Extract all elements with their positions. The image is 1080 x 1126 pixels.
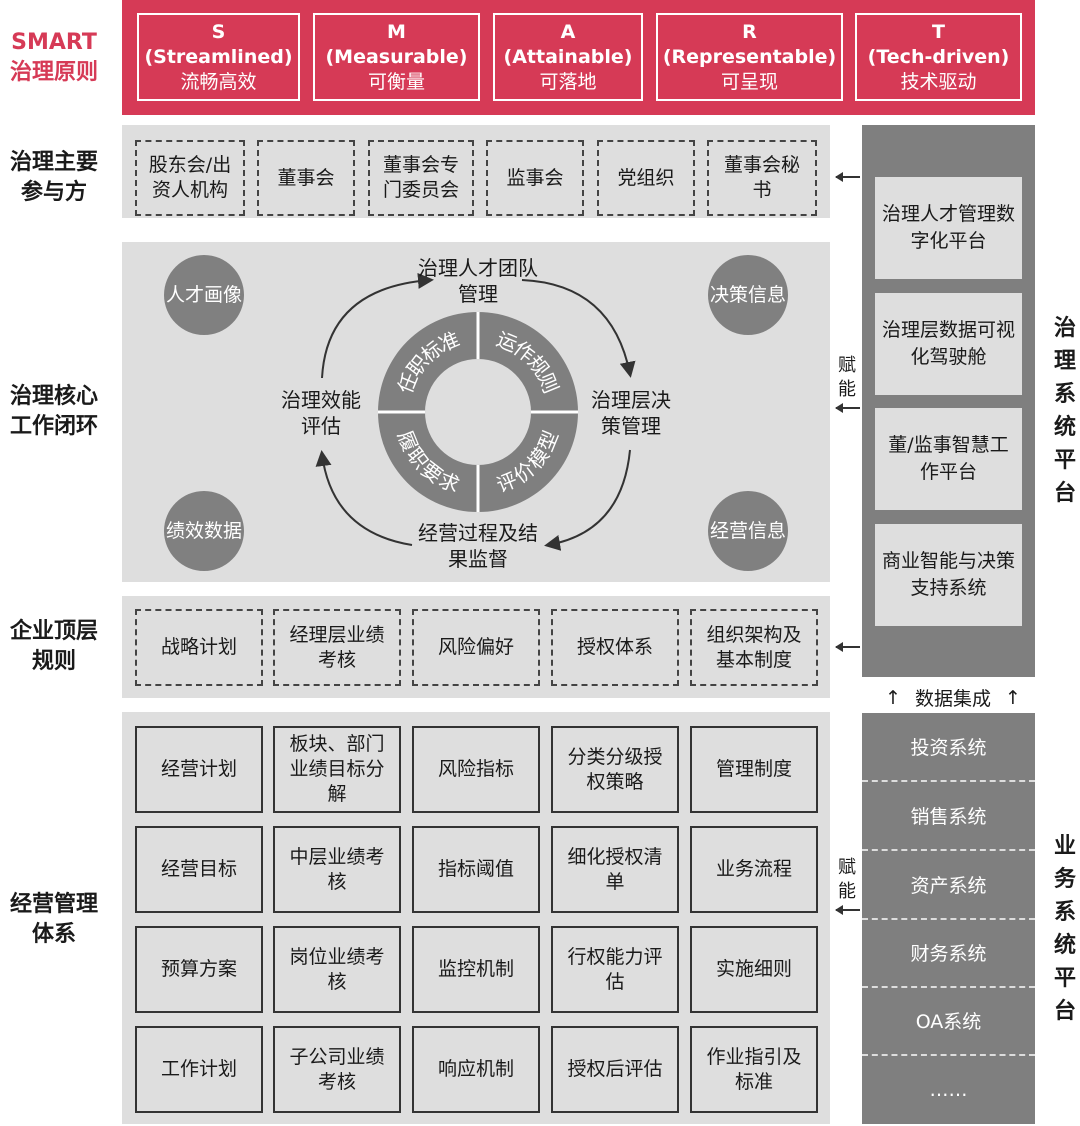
gov-platform-item: 商业智能与决策支持系统 (875, 524, 1022, 626)
ring (378, 312, 578, 512)
smart-principle-m: M(Measurable)可衡量 (313, 13, 480, 101)
principle-letter: T (932, 20, 945, 43)
mgmt-cell: 中层业绩考核 (273, 826, 401, 913)
arrow-up-icon: ↑ (885, 686, 901, 709)
participants-label: 治理主要参与方 (9, 150, 98, 205)
mgmt-cell: 工作计划 (135, 1026, 263, 1113)
principle-chinese: 可呈现 (720, 70, 778, 93)
node-bottom: 经营过程及结果监督 (418, 521, 538, 571)
node-top: 治理人才团队管理 (418, 256, 538, 306)
node-left: 治理效能评估 (281, 388, 361, 438)
smart-subtitle: 治理原则 (9, 60, 98, 85)
arrow-left-icon (835, 403, 860, 413)
mgmt-cell: 业务流程 (690, 826, 818, 913)
participant-box: 党组织 (597, 140, 695, 216)
arrow-top-right (521, 279, 636, 378)
rules-panel (122, 596, 830, 698)
corner-operation-info: 经营信息 (708, 491, 788, 571)
smart-principle-t: T(Tech-driven)技术驱动 (855, 13, 1022, 101)
biz-system-item: 资产系统 (862, 851, 1035, 920)
mgmt-cell: 监控机制 (412, 926, 540, 1013)
principle-english: (Streamlined) (144, 45, 293, 68)
smart-principle-s: S(Streamlined)流畅高效 (137, 13, 300, 101)
arrow-bottom-right (544, 449, 631, 551)
mgmt-cell: 作业指引及标准 (690, 1026, 818, 1113)
principle-letter: S (211, 20, 226, 43)
principle-letter: R (742, 20, 757, 43)
principle-english: (Attainable) (503, 45, 633, 68)
biz-platform-label: 业务系统平台 (1053, 834, 1076, 1024)
node-right: 治理层决策管理 (591, 388, 671, 438)
biz-system-item: …… (929, 1079, 968, 1101)
rule-box: 风险偏好 (412, 609, 540, 686)
smart-band (122, 0, 1035, 115)
biz-system-item: 投资系统 (862, 713, 1035, 782)
gov-platform-label: 治理系统平台 (1053, 316, 1076, 506)
principle-chinese: 流畅高效 (180, 70, 257, 93)
rule-box: 授权体系 (551, 609, 679, 686)
smart-label: SMART 治理原则 (0, 28, 108, 88)
mgmt-cell: 分类分级授权策略 (551, 726, 679, 813)
data-integration: ↑ 数据集成 ↑ (878, 684, 1028, 711)
rules-label: 企业顶层规则 (9, 619, 98, 674)
corner-decision-info: 决策信息 (708, 255, 788, 335)
corner-performance-data: 绩效数据 (164, 491, 244, 571)
mgmt-label: 经营管理体系 (9, 892, 98, 947)
arrow-left-icon (835, 642, 860, 652)
mgmt-cell: 岗位业绩考核 (273, 926, 401, 1013)
participant-box: 董事会 (257, 140, 355, 216)
arrow-top-left (321, 272, 434, 379)
principle-chinese: 技术驱动 (900, 70, 977, 93)
mgmt-cell: 子公司业绩考核 (273, 1026, 401, 1113)
smart-title: SMART (11, 30, 97, 55)
corner-talent-profile: 人才画像 (164, 255, 244, 335)
gov-platform-item: 董/监事智慧工作平台 (875, 408, 1022, 510)
biz-system-item: OA系统 (862, 987, 1035, 1056)
participant-box: 股东会/出资人机构 (135, 140, 245, 216)
enable-label-biz: 赋能 (838, 857, 856, 902)
arrow-left-icon (835, 172, 860, 182)
principle-chinese: 可落地 (539, 70, 597, 93)
mgmt-cell: 实施细则 (690, 926, 818, 1013)
principle-chinese: 可衡量 (367, 70, 425, 93)
biz-system-item: 财务系统 (862, 919, 1035, 988)
principle-letter: M (387, 20, 406, 43)
mgmt-cell: 经营目标 (135, 826, 263, 913)
smart-principle-r: R(Representable)可呈现 (656, 13, 843, 101)
mgmt-cell: 细化授权清单 (551, 826, 679, 913)
loop-diagram: 任职标准 运作规则 评价模型 履职要求 (315, 272, 636, 551)
rule-box: 战略计划 (135, 609, 263, 686)
mgmt-cell: 授权后评估 (551, 1026, 679, 1113)
mgmt-cell: 指标阈值 (412, 826, 540, 913)
loop-label: 治理核心工作闭环 (9, 384, 98, 439)
rule-box: 组织架构及基本制度 (690, 609, 818, 686)
mgmt-cell: 经营计划 (135, 726, 263, 813)
participant-box: 监事会 (486, 140, 584, 216)
mgmt-cell: 预算方案 (135, 926, 263, 1013)
data-integration-label: 数据集成 (914, 688, 991, 710)
mgmt-cell: 板块、部门业绩目标分解 (273, 726, 401, 813)
arrow-up-icon: ↑ (1005, 686, 1021, 709)
participant-box: 董事会专门委员会 (368, 140, 474, 216)
gov-platform-item: 治理人才管理数字化平台 (875, 177, 1022, 279)
enable-label-gov: 赋能 (838, 355, 856, 400)
arrow-left-icon (835, 905, 860, 915)
mgmt-cell: 风险指标 (412, 726, 540, 813)
smart-principle-a: A(Attainable)可落地 (493, 13, 643, 101)
participant-box: 董事会秘书 (707, 140, 817, 216)
principle-english: (Tech-driven) (867, 45, 1010, 68)
mgmt-cell: 管理制度 (690, 726, 818, 813)
principle-english: (Measurable) (325, 45, 468, 68)
mgmt-cell: 响应机制 (412, 1026, 540, 1113)
biz-system-item: 销售系统 (862, 782, 1035, 851)
principle-english: (Representable) (662, 45, 837, 68)
rule-box: 经理层业绩考核 (273, 609, 401, 686)
arrow-bottom-left (315, 450, 413, 546)
gov-platform-item: 治理层数据可视化驾驶舱 (875, 293, 1022, 395)
mgmt-cell: 行权能力评估 (551, 926, 679, 1013)
principle-letter: A (560, 20, 576, 43)
